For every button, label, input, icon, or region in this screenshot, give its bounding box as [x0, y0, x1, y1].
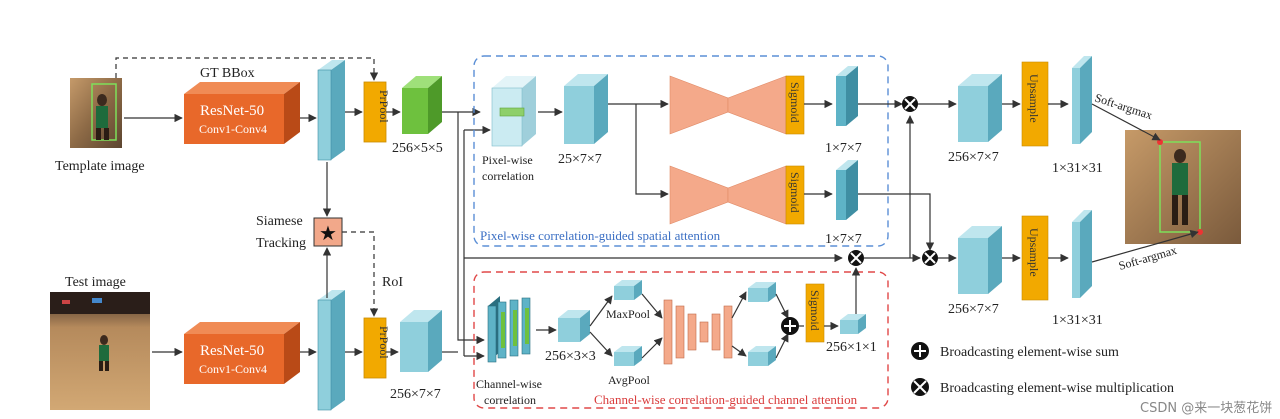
- siamese-label-2: Tracking: [256, 236, 306, 251]
- template-feature-cube: [402, 76, 442, 134]
- maxpool-cube: [614, 280, 642, 300]
- resnet-bottom-title: ResNet-50: [200, 343, 264, 359]
- gt-bbox-label: GT BBox: [200, 66, 255, 81]
- arrow-softargmax-bottom: [1091, 230, 1199, 263]
- mlp-out-cube-top: [748, 282, 776, 302]
- pixel-wise-label: Pixel-wise: [482, 153, 533, 167]
- prpool-top-label: PrPool: [377, 90, 391, 123]
- arrow-attn-mid-mult: [858, 193, 935, 251]
- sigmoid-bottom: [805, 283, 825, 343]
- mult-op-bottom-icon: [848, 250, 864, 266]
- out-cube-bottom: [958, 226, 1002, 294]
- arrow-avgpool-mlp: [641, 337, 663, 359]
- resnet-top-block: [184, 82, 300, 144]
- attn-map-top: [836, 66, 858, 126]
- legend-mult-text: Broadcasting element-wise multiplication: [940, 381, 1174, 396]
- channel-attention-box: [473, 271, 889, 409]
- watermark: CSDN @来一块葱花饼: [1140, 400, 1272, 416]
- resnet-top-sub: Conv1-Conv4: [199, 122, 267, 136]
- feature-slab-bottom: [317, 290, 345, 411]
- sigmoid-top: [785, 75, 805, 135]
- arrow-maxpool-mlp: [641, 293, 663, 319]
- test-feature-cube: [400, 310, 442, 372]
- arrow-to-sum-top: [775, 293, 789, 319]
- roi-label: RoI: [382, 275, 403, 290]
- dim-256x7x7-test: 256×7×7: [390, 387, 441, 402]
- channel-wise-label: Channel-wise: [476, 377, 542, 391]
- cube-256x3x3: [558, 310, 590, 342]
- arrow-mlp-cube-bottom: [731, 345, 747, 357]
- hourglass-bottom: [669, 165, 787, 225]
- roi-dashed-arrow: [342, 231, 379, 317]
- dim-1x31x31-bottom: 1×31×31: [1052, 313, 1103, 328]
- arrow-to-maxpool: [589, 295, 613, 327]
- dim-1x7x7-mid: 1×7×7: [825, 232, 862, 247]
- arrow-softargmax-top: [1091, 103, 1161, 141]
- arrow-to-sum-bottom: [775, 333, 789, 359]
- maxpool-label: MaxPool: [606, 307, 651, 321]
- sigmoid-mid-label: Sigmoid: [788, 172, 802, 213]
- pixel-corr-label: correlation: [482, 169, 534, 183]
- test-image-label: Test image: [65, 275, 126, 290]
- star-icon: ★: [319, 221, 337, 245]
- dim-25x7x7: 25×7×7: [558, 152, 602, 167]
- legend-mult-icon: [911, 378, 929, 396]
- hourglass-top: [669, 75, 787, 135]
- feature-slab-top: [317, 60, 345, 161]
- prpool-bottom: [363, 317, 387, 379]
- sigmoid-mid: [785, 165, 805, 225]
- arrow-to-hourglass-bottom: [635, 104, 669, 199]
- cube-25x7x7: [564, 74, 608, 144]
- spatial-attention-box: [473, 55, 889, 247]
- legend-sum-icon: [911, 342, 929, 360]
- mult-op-right-icon: [922, 250, 938, 266]
- heatmap-top: [1072, 56, 1092, 144]
- bus-vertical: [457, 112, 485, 345]
- dim-1x31x31-top: 1×31×31: [1052, 161, 1103, 176]
- template-image: [70, 78, 122, 148]
- dim-1x7x7-top: 1×7×7: [825, 141, 862, 156]
- avgpool-label: AvgPool: [608, 373, 650, 387]
- siamese-label-1: Siamese: [256, 214, 303, 229]
- resnet-bottom-block: [184, 322, 300, 384]
- upsample-top: [1021, 61, 1049, 147]
- sum-op-icon: [781, 317, 799, 335]
- out-cube-top: [958, 74, 1002, 142]
- dim-256x1x1: 256×1×1: [826, 340, 877, 355]
- legend-sum-text: Broadcasting element-wise sum: [940, 345, 1119, 360]
- channel-mlp: [663, 299, 733, 365]
- dim-256x3x3: 256×3×3: [545, 349, 596, 364]
- prpool-bottom-label: PrPool: [377, 326, 391, 359]
- pixel-corr-cube: [491, 76, 536, 147]
- soft-argmax-top-label: Soft-argmax: [1093, 91, 1154, 123]
- arrow-to-avgpool: [589, 331, 613, 357]
- upsample-top-label: Upsample: [1027, 74, 1041, 123]
- sigmoid-top-label: Sigmoid: [788, 82, 802, 123]
- upsample-bottom-label: Upsample: [1027, 228, 1041, 277]
- cube-256x1x1: [840, 314, 866, 334]
- mult-op-top-icon: [902, 96, 918, 112]
- test-image: [50, 292, 150, 410]
- resnet-top-title: ResNet-50: [200, 103, 264, 119]
- attn-map-mid: [836, 160, 858, 220]
- arrow-mlp-cube-top: [731, 291, 747, 319]
- dim-256x5x5: 256×5×5: [392, 141, 443, 156]
- dim-256x7x7-bottom: 256×7×7: [948, 302, 999, 317]
- gt-bbox-dashed-arrow: [115, 57, 379, 81]
- resnet-bottom-sub: Conv1-Conv4: [199, 362, 267, 376]
- soft-argmax-bottom-label: Soft-argmax: [1117, 243, 1178, 273]
- channel-corr-stack: [487, 296, 531, 363]
- channel-attention-caption: Channel-wise correlation-guided channel …: [594, 392, 858, 407]
- sigmoid-bottom-label: Sigmoid: [808, 290, 822, 331]
- channel-corr-label: correlation: [484, 393, 536, 407]
- template-image-label: Template image: [55, 159, 145, 174]
- heatmap-bottom: [1072, 210, 1092, 298]
- output-image: [1125, 130, 1241, 244]
- dim-256x7x7-top: 256×7×7: [948, 150, 999, 165]
- spatial-attention-caption: Pixel-wise correlation-guided spatial at…: [480, 228, 721, 243]
- mlp-out-cube-bottom: [748, 346, 776, 366]
- avgpool-cube: [614, 346, 642, 366]
